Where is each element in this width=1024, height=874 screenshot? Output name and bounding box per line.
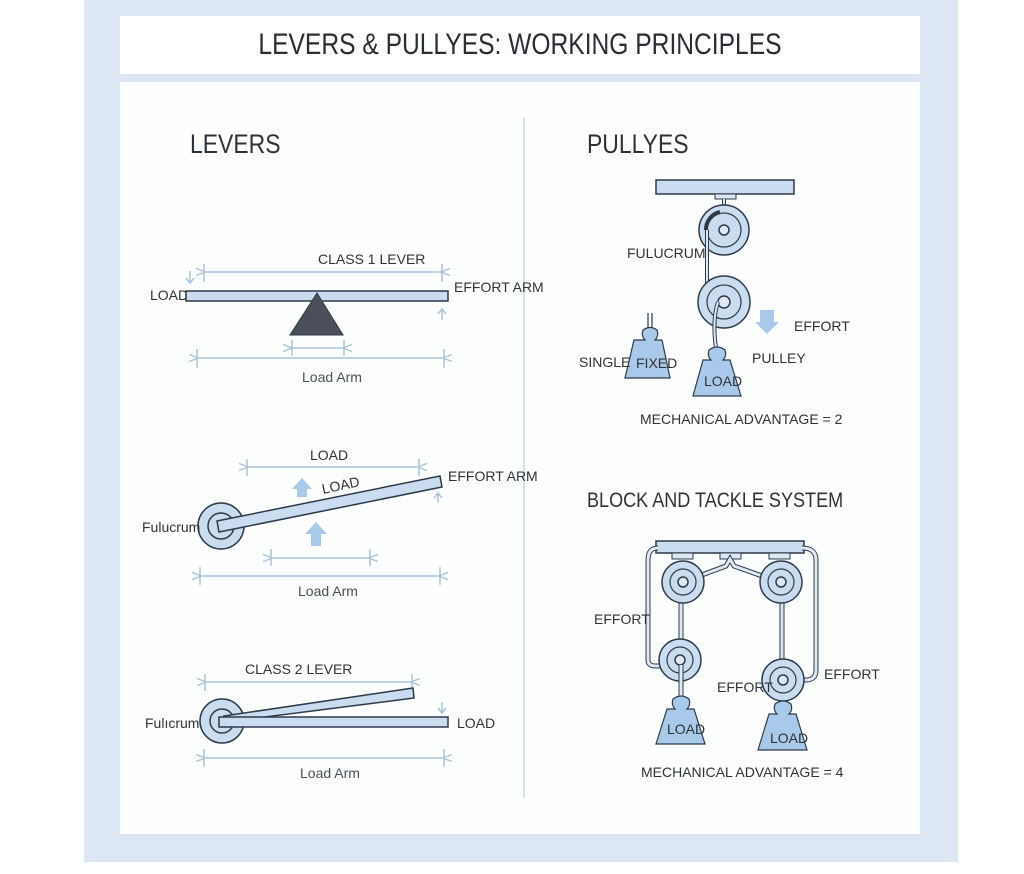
tilted-beam-label: LOAD (320, 473, 361, 497)
class2-lever: CLASS 2 LEVER Fulıcrum LOAD Load Arm (145, 661, 495, 781)
class1-lever: CLASS 1 LEVER LOAD EFFORT ARM Load Arm (150, 251, 544, 385)
effort-arrow-icon (437, 307, 447, 320)
fixed-weight-icon (624, 326, 671, 379)
effort-arrow-icon (433, 491, 443, 503)
title-banner: LEVERS & PULLYES: WORKING PRINCIPLES (120, 16, 920, 74)
tilted-fulcrum-label: Fulucrum (142, 519, 200, 535)
tilted-lever: LOAD LOAD EFFORT ARM Fulucrum Load Arm (142, 447, 538, 599)
class1-title: CLASS 1 LEVER (318, 251, 425, 267)
effort-down-arrow-icon (755, 310, 779, 334)
pulley-load-label: LOAD (704, 373, 742, 389)
page-title: LEVERS & PULLYES: WORKING PRINCIPLES (258, 28, 782, 61)
block-tackle-system: LOAD LOAD EFFORT EFFORT EFFORT MECHANICA… (594, 540, 880, 780)
load-weight-icon (655, 695, 706, 745)
bt-effort-right-label: EFFORT (824, 666, 880, 682)
ceiling-mount (655, 540, 805, 554)
class1-load-arm-label: Load Arm (302, 369, 362, 385)
ceiling-mount (655, 179, 795, 195)
pulley-effort-label: EFFORT (794, 318, 850, 334)
class1-effort-label: EFFORT ARM (454, 279, 544, 295)
class2-load-label: LOAD (457, 715, 495, 731)
load-weight-icon (692, 346, 742, 397)
bt-load-right-label: LOAD (770, 730, 808, 746)
load-arrow-icon (185, 271, 195, 285)
class1-load-label: LOAD (150, 287, 188, 303)
bt-load-left-label: LOAD (667, 721, 705, 737)
tilted-top-label: LOAD (310, 447, 348, 463)
bt-effort-left-label: EFFORT (594, 611, 650, 627)
class2-fulcrum-label: Fulıcrum (145, 715, 199, 731)
up-arrow-icon (292, 478, 312, 497)
fixed-label: FIXED (636, 355, 677, 371)
tilted-effort-label: EFFORT ARM (448, 468, 538, 484)
lever-beam (218, 716, 449, 728)
bt-effort-mid-label: EFFORT (717, 679, 773, 695)
tilted-load-arm-label: Load Arm (298, 583, 358, 599)
pulley-label: PULLEY (752, 350, 806, 366)
up-arrow-icon (305, 522, 327, 546)
class2-title: CLASS 2 LEVER (245, 661, 352, 677)
bt-advantage-label: MECHANICAL ADVANTAGE = 4 (641, 764, 844, 780)
block-tackle-heading: BLOCK AND TACKLE SYSTEM (587, 489, 843, 513)
load-weight-icon (757, 700, 808, 751)
pulley-fulcrum-label: FULUCRUM (627, 245, 706, 261)
pulleys-heading: PULLYES (587, 129, 689, 159)
single-advantage-label: MECHANICAL ADVANTAGE = 2 (640, 411, 843, 427)
single-label: SINGLE (579, 354, 630, 370)
fulcrum-triangle-icon (289, 292, 344, 336)
load-arrow-icon (437, 702, 447, 715)
single-pulley-system: FULUCRUM EFFORT FIXED SINGLE LOAD PULLEY… (579, 179, 850, 427)
class2-load-arm-label: Load Arm (300, 765, 360, 781)
lever-beam (216, 475, 443, 533)
levers-heading: LEVERS (190, 129, 281, 159)
